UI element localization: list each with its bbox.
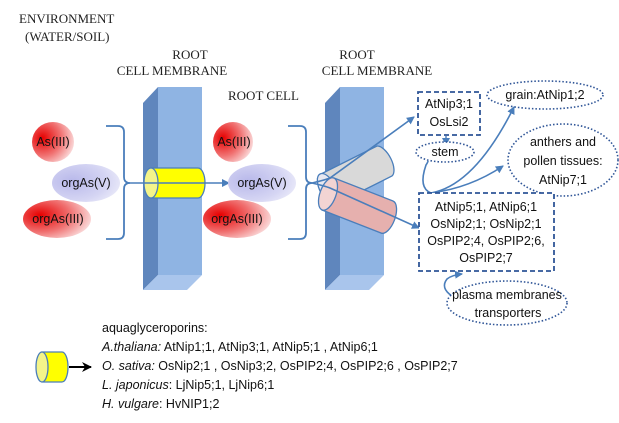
legend-species: O. sativa: [102,359,155,373]
stem-transporters-box: AtNip3;1 OsLsi2 [417,91,481,136]
svg-text:stem: stem [431,145,458,159]
svg-text:grain:AtNip1;2: grain:AtNip1;2 [505,88,584,102]
legend-row: L. japonicus: LjNip5;1, LjNip6;1 [102,378,274,392]
legend-row: O. sativa: OsNip2;1 , OsNip3;2, OsPIP2;4… [102,359,458,373]
environment-label: ENVIRONMENT (WATER/SOIL) [19,11,114,44]
svg-text:anthers and: anthers and [530,135,596,149]
arrow-to-stem-box [311,116,415,184]
legend-species: A.thaliana: [102,340,162,354]
svg-text:plasma membranes: plasma membranes [452,288,562,302]
svg-text:AtNip5;1, AtNip6;1: AtNip5;1, AtNip6;1 [435,200,537,214]
molecule-orgas3-inside: orgAs(III) [203,200,271,238]
svg-text:orgAs(III): orgAs(III) [32,212,83,226]
svg-text:transporters: transporters [475,306,542,320]
svg-text:orgAs(III): orgAs(III) [211,212,262,226]
svg-text:ROOT: ROOT [339,47,374,62]
anthers-pollen-oval: anthers and pollen tissues: AtNip7;1 [507,123,619,197]
legend-genes: : LjNip5;1, LjNip6;1 [168,378,275,392]
plasma-membranes-oval: plasma membranes transporters [446,280,568,326]
legend-species: L. japonicus [102,378,169,392]
svg-text:ROOT: ROOT [172,47,207,62]
svg-text:AtNip7;1: AtNip7;1 [539,173,587,187]
molecule-orgas3-outside: orgAs(III) [23,200,91,238]
left-membrane-label: ROOT CELL MEMBRANE [117,47,227,78]
svg-text:AtNip3;1: AtNip3;1 [425,97,473,111]
svg-text:pollen tissues:: pollen tissues: [523,154,602,168]
molecule-as3-outside: As(III) [32,122,74,162]
molecule-as3-inside: As(III) [213,122,253,162]
legend-species: H. vulgare [102,397,159,411]
molecule-orgas5-inside: orgAs(V) [228,164,296,202]
svg-text:orgAs(V): orgAs(V) [61,176,110,190]
arrow-to-grain [430,106,515,194]
stem-oval: stem [415,141,475,163]
plasma-transporters-box: AtNip5;1, AtNip6;1 OsNip2;1; OsNip2;1 Os… [418,192,555,272]
grain-oval: grain:AtNip1;2 [486,80,604,110]
legend-genes: OsNip2;1 , OsNip3;2, OsPIP2;4, OsPIP2;6 … [154,359,458,373]
molecule-orgas5-outside: orgAs(V) [52,164,120,202]
root-cell-label: ROOT CELL [228,88,299,103]
svg-text:(WATER/SOIL): (WATER/SOIL) [25,29,110,44]
arrow-plasma-to-stem [422,160,432,194]
right-membrane-label: ROOT CELL MEMBRANE [322,47,432,78]
svg-text:orgAs(V): orgAs(V) [237,176,286,190]
legend-row: A.thaliana: AtNip1;1, AtNip3;1, AtNip5;1… [102,340,378,354]
svg-text:As(III): As(III) [217,135,250,149]
legend-channel-icon [35,351,69,383]
svg-text:OsPIP2;4, OsPIP2;6,: OsPIP2;4, OsPIP2;6, [427,234,544,248]
arrow-plasma-oval-to-box [443,270,463,297]
svg-text:OsPIP2;7: OsPIP2;7 [459,251,513,265]
legend-title: aquaglyceroporins: [102,321,208,335]
svg-text:CELL MEMBRANE: CELL MEMBRANE [117,63,227,78]
arrow-to-anthers [430,165,504,194]
svg-text:CELL MEMBRANE: CELL MEMBRANE [322,63,432,78]
legend-row: H. vulgare: HvNIP1;2 [102,397,219,411]
svg-text:As(III): As(III) [36,135,69,149]
legend-genes: : HvNIP1;2 [158,397,220,411]
legend-genes: AtNip1;1, AtNip3;1, AtNip5;1 , AtNip6;1 [161,340,378,354]
arrow-to-plasma-box [311,182,420,229]
svg-text:OsNip2;1; OsNip2;1: OsNip2;1; OsNip2;1 [430,217,541,231]
svg-text:ENVIRONMENT: ENVIRONMENT [19,11,114,26]
svg-text:OsLsi2: OsLsi2 [430,115,469,129]
